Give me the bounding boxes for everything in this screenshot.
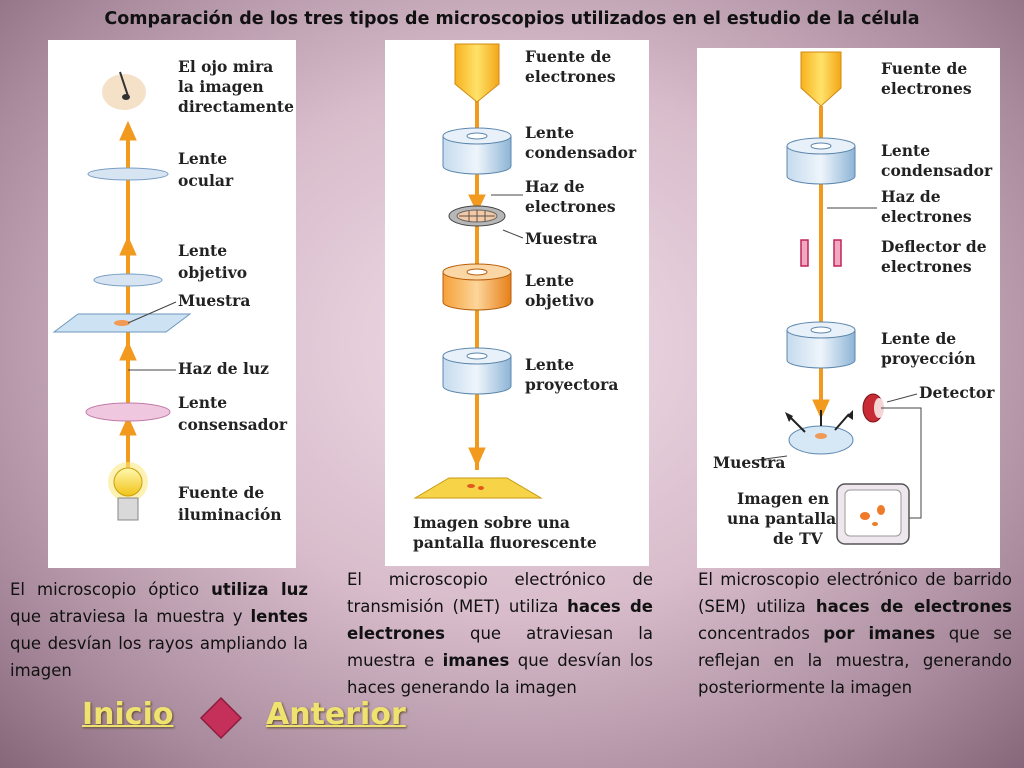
optical-microscope-diagram: El ojo mira la imagen directamente Lente… bbox=[48, 40, 296, 568]
label-sample: Muestra bbox=[713, 453, 785, 472]
sem-description: El microscopio electrónico de barrido (S… bbox=[698, 566, 1012, 701]
label-deflector-2: electrones bbox=[881, 257, 972, 276]
label-light-beam: Haz de luz bbox=[178, 359, 269, 378]
desc-bold: utiliza luz bbox=[211, 580, 308, 599]
label-beam-1: Haz de bbox=[881, 187, 941, 206]
tem-microscope-diagram: Fuente de electrones Lente condensador H… bbox=[385, 40, 649, 566]
desc-text: concentrados bbox=[698, 624, 824, 643]
projection-lens bbox=[786, 321, 856, 369]
label-projection-1: Lente de bbox=[881, 329, 956, 348]
label-eye-1: El ojo mira bbox=[178, 57, 273, 76]
projector-lens bbox=[442, 347, 512, 395]
label-condenser-2: consensador bbox=[178, 415, 288, 434]
label-image-2: pantalla fluorescente bbox=[413, 533, 597, 552]
slide-title: Comparación de los tres tipos de microsc… bbox=[104, 9, 920, 29]
eye-icon bbox=[102, 71, 146, 110]
label-projection-2: proyección bbox=[881, 349, 976, 368]
label-ocular-1: Lente bbox=[178, 149, 227, 168]
light-bulb-icon bbox=[108, 462, 148, 521]
desc-bold: haces de electrones bbox=[347, 597, 653, 643]
label-condenser-2: condensador bbox=[881, 161, 993, 180]
objective-lens bbox=[93, 273, 163, 287]
desc-text: que desvían los haces generando la image… bbox=[347, 651, 653, 697]
desc-bold: lentes bbox=[250, 607, 309, 626]
label-tv-1: Imagen en bbox=[737, 489, 829, 508]
label-beam-2: electrones bbox=[881, 207, 972, 226]
label-objective-2: objetivo bbox=[525, 291, 594, 310]
sample-stage bbox=[785, 410, 854, 455]
diamond-icon bbox=[199, 696, 243, 740]
desc-bold: por imanes bbox=[823, 624, 936, 643]
tv-screen-icon bbox=[836, 483, 910, 545]
desc-text: El microscopio óptico bbox=[10, 580, 212, 599]
label-objective-2: objetivo bbox=[178, 263, 247, 282]
optical-description: El microscopio óptico utiliza luz que at… bbox=[10, 576, 308, 684]
objective-lens bbox=[442, 263, 512, 311]
inicio-link[interactable]: Inicio bbox=[82, 697, 174, 732]
label-objective-1: Lente bbox=[525, 271, 574, 290]
sample-slide bbox=[52, 301, 192, 333]
desc-text: que atraviesan la muestra e bbox=[347, 624, 653, 670]
label-beam-2: electrones bbox=[525, 197, 616, 216]
label-tv-3: de TV bbox=[773, 529, 824, 548]
tem-description: El microscopio electrónico de transmisió… bbox=[347, 566, 653, 701]
desc-bold: haces de electrones bbox=[815, 597, 1012, 616]
anterior-link[interactable]: Anterior bbox=[266, 697, 406, 732]
label-source-2: electrones bbox=[525, 67, 616, 86]
electron-deflector bbox=[800, 239, 842, 267]
label-source-1: Fuente de bbox=[178, 483, 264, 502]
electron-source-icon bbox=[454, 43, 500, 103]
fluorescent-screen bbox=[413, 477, 543, 499]
label-condenser-1: Lente bbox=[881, 141, 930, 160]
label-tv-2: una pantalla bbox=[727, 509, 836, 528]
sem-microscope-diagram: Fuente de electrones Lente condensador H… bbox=[697, 48, 1000, 568]
desc-text: El microscopio electrónico de transmisió… bbox=[347, 570, 653, 616]
desc-text: que desvían los rayos ampliando la image… bbox=[10, 634, 308, 680]
label-source-1: Fuente de bbox=[881, 59, 967, 78]
label-eye-2: la imagen bbox=[178, 77, 264, 96]
label-objective-1: Lente bbox=[178, 241, 227, 260]
label-source-2: iluminación bbox=[178, 505, 282, 524]
detector-icon bbox=[862, 393, 884, 423]
label-detector: Detector bbox=[919, 383, 995, 402]
electron-source-icon bbox=[800, 51, 842, 107]
label-eye-3: directamente bbox=[178, 97, 294, 116]
label-condenser-2: condensador bbox=[525, 143, 637, 162]
desc-text: que atraviesa la muestra y bbox=[10, 607, 251, 626]
condenser-lens bbox=[786, 137, 856, 185]
label-projector-2: proyectora bbox=[525, 375, 618, 394]
label-sample: Muestra bbox=[525, 229, 597, 248]
label-source-2: electrones bbox=[881, 79, 972, 98]
light-beam bbox=[119, 120, 137, 480]
label-condenser-1: Lente bbox=[525, 123, 574, 142]
sample-grid bbox=[448, 205, 506, 227]
label-beam-1: Haz de bbox=[525, 177, 585, 196]
desc-text: que se reflejan en la muestra, generando… bbox=[698, 624, 1012, 697]
label-deflector-1: Deflector de bbox=[881, 237, 987, 256]
label-projector-1: Lente bbox=[525, 355, 574, 374]
desc-text: El microscopio electrónico de barrido (S… bbox=[698, 570, 1012, 616]
condenser-lens bbox=[442, 127, 512, 175]
label-source-1: Fuente de bbox=[525, 47, 611, 66]
label-image-1: Imagen sobre una bbox=[413, 513, 570, 532]
desc-bold: imanes bbox=[442, 651, 510, 670]
label-condenser-1: Lente bbox=[178, 393, 227, 412]
condenser-lens bbox=[85, 402, 171, 422]
ocular-lens bbox=[87, 167, 169, 181]
label-sample: Muestra bbox=[178, 291, 250, 310]
label-ocular-2: ocular bbox=[178, 171, 234, 190]
